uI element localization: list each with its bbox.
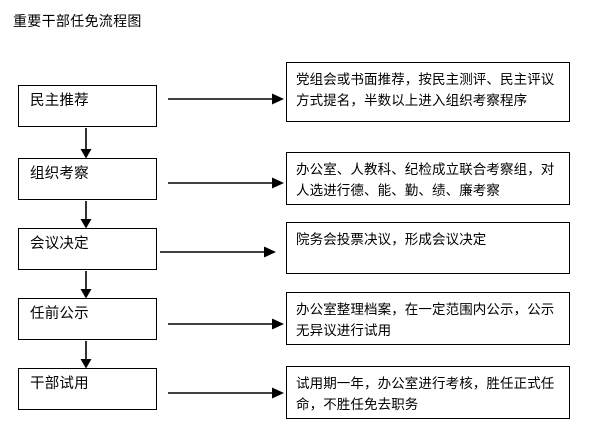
horizontal-arrow-1 <box>168 93 284 105</box>
stage-label: 组织考察 <box>30 166 89 182</box>
vertical-arrow-4 <box>80 341 92 369</box>
stage-label: 会议决定 <box>30 236 89 252</box>
stage-label: 任前公示 <box>30 306 89 322</box>
horizontal-arrow-2 <box>168 177 284 189</box>
description-box-cadre-trial: 试用期一年，办公室进行考核，胜任正式任命，不胜任免去职务 <box>286 366 570 419</box>
stage-box-meeting-decision[interactable]: 会议决定 <box>18 228 157 270</box>
description-text: 办公室、人教科、纪检成立联合考察组，对人选进行德、能、勤、绩、廉考察 <box>296 162 555 199</box>
description-box-pre-appointment-publicity: 办公室整理档案，在一定范围内公示，公示无异议进行试用 <box>286 292 570 345</box>
description-text: 党组会或书面推荐，按民主测评、民主评议方式提名，半数以上进入组织考察程序 <box>296 72 555 109</box>
horizontal-arrow-4 <box>168 318 284 330</box>
description-text: 试用期一年，办公室进行考核，胜任正式任命，不胜任免去职务 <box>296 376 555 413</box>
stage-box-pre-appointment-publicity[interactable]: 任前公示 <box>18 298 157 340</box>
page-title: 重要干部任免流程图 <box>13 14 142 30</box>
horizontal-arrow-5 <box>168 387 284 399</box>
vertical-arrow-2 <box>80 201 92 229</box>
vertical-arrow-3 <box>80 271 92 299</box>
description-box-democratic-recommendation: 党组会或书面推荐，按民主测评、民主评议方式提名，半数以上进入组织考察程序 <box>286 62 570 122</box>
description-box-organization-inspection: 办公室、人教科、纪检成立联合考察组，对人选进行德、能、勤、绩、廉考察 <box>286 152 570 205</box>
vertical-arrow-1 <box>80 128 92 159</box>
stage-box-organization-inspection[interactable]: 组织考察 <box>18 158 157 200</box>
description-box-meeting-decision: 院务会投票决议，形成会议决定 <box>286 222 570 274</box>
description-text: 办公室整理档案，在一定范围内公示，公示无异议进行试用 <box>296 302 555 339</box>
stage-label: 干部试用 <box>30 376 89 392</box>
horizontal-arrow-3 <box>160 246 276 258</box>
description-text: 院务会投票决议，形成会议决定 <box>296 232 487 248</box>
stage-label: 民主推荐 <box>30 93 89 109</box>
stage-box-cadre-trial[interactable]: 干部试用 <box>18 368 157 410</box>
stage-box-democratic-recommendation[interactable]: 民主推荐 <box>18 85 157 127</box>
